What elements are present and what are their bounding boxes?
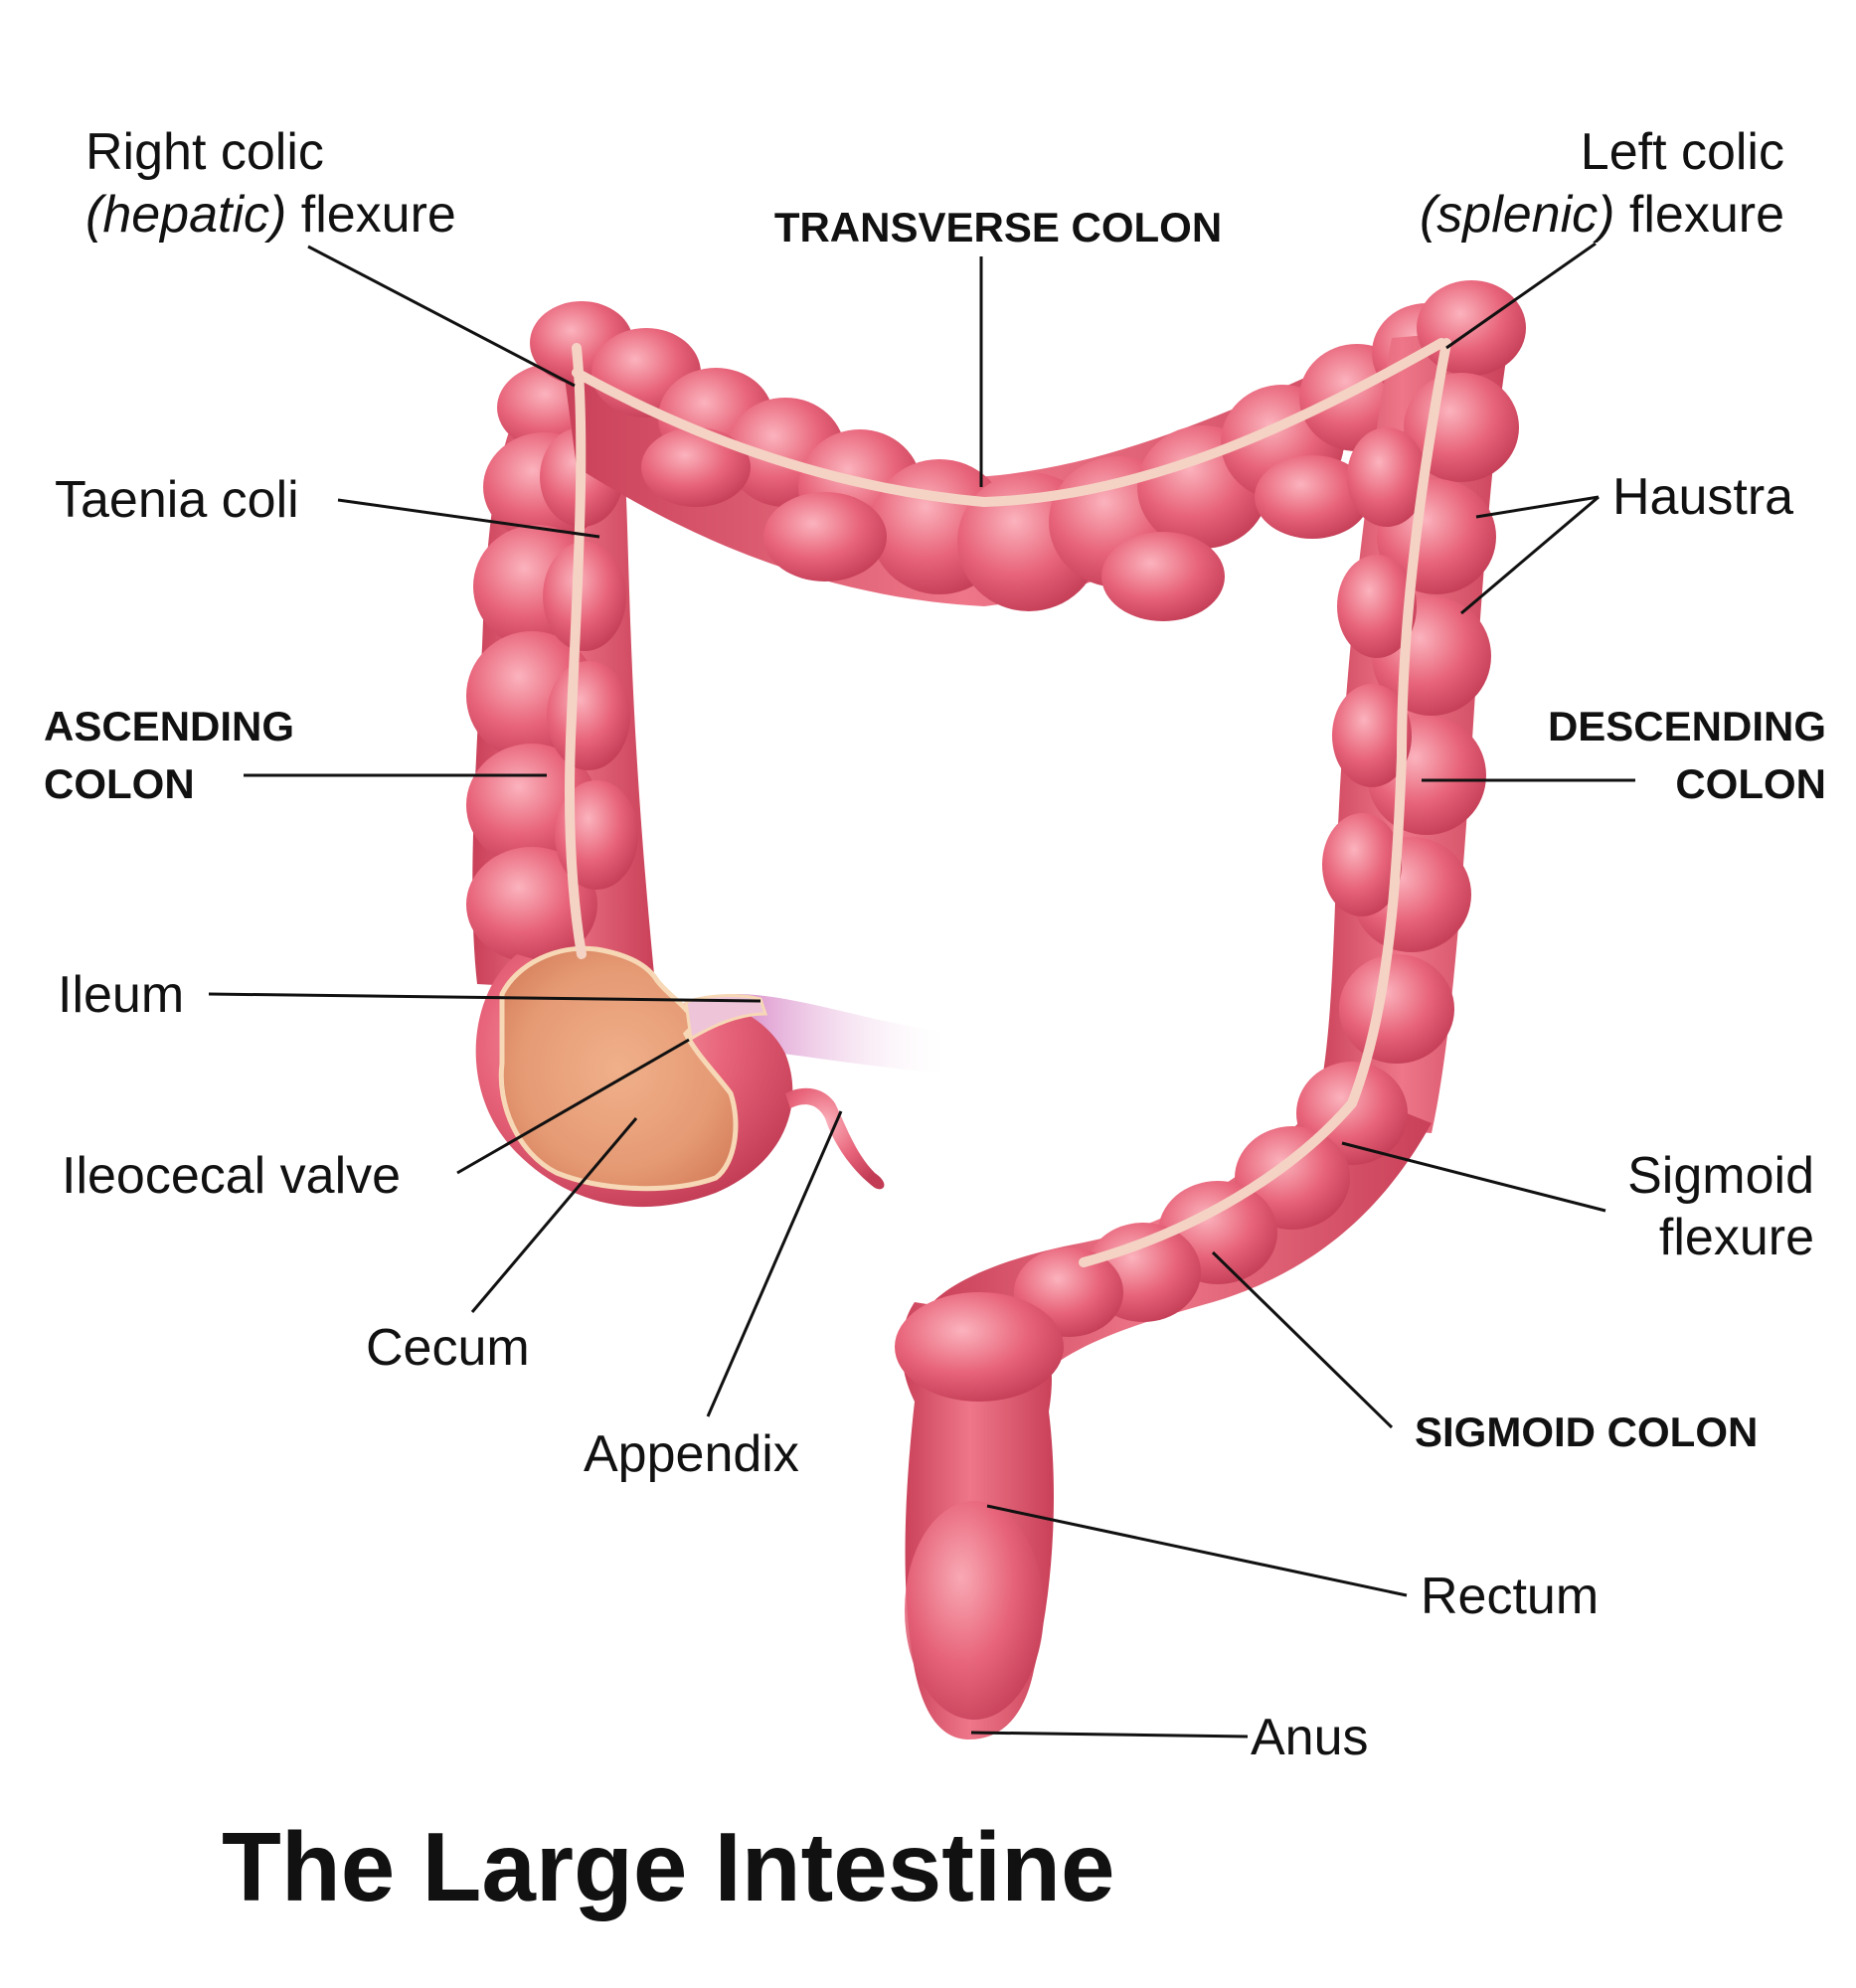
page-title: The Large Intestine (222, 1812, 1115, 1921)
colon-artwork (466, 280, 1526, 1740)
label-ascending-line1: ASCENDING (44, 703, 294, 749)
label-right-colic-italic: (hepatic) (85, 186, 286, 244)
ileum-tube (736, 994, 954, 1074)
label-left-colic-italic: (splenic) (1420, 186, 1615, 244)
leader-haustra-a (1475, 495, 1600, 519)
leader-haustra-b (1460, 495, 1600, 615)
descending-haustra (1322, 280, 1526, 1064)
appendix (785, 1087, 885, 1190)
leader-appendix (706, 1110, 843, 1417)
label-right-colic-rest: flexure (286, 186, 456, 244)
leader-anus (970, 1731, 1249, 1739)
leader-sigmoid-colon (1211, 1250, 1394, 1429)
rectum-lower-bulge (905, 1501, 1044, 1720)
label-sigmoid-flexure-line1: Sigmoid (1627, 1147, 1814, 1205)
leader-left-colic (1445, 242, 1597, 350)
label-left-colic-line2: (splenic) flexure (1420, 186, 1784, 244)
label-cecum: Cecum (366, 1319, 530, 1377)
label-anus: Anus (1251, 1709, 1369, 1766)
transverse-haustra (530, 301, 1481, 621)
label-descending-line2: COLON (1675, 760, 1826, 807)
rectum-upper-bulge (895, 1292, 1064, 1402)
leader-ileocecal (456, 1038, 690, 1175)
leader-right-colic (307, 245, 576, 388)
taenia-coli-bands (565, 338, 1451, 1267)
label-transverse-colon: TRANSVERSE COLON (774, 204, 1222, 250)
label-ileum: Ileum (58, 966, 184, 1024)
labels: Right colic (hepatic) flexure TRANSVERSE… (44, 123, 1826, 1921)
label-descending-line1: DESCENDING (1548, 703, 1826, 749)
label-rectum: Rectum (1421, 1568, 1599, 1625)
leader-taenia (337, 498, 600, 539)
label-haustra: Haustra (1612, 468, 1793, 526)
label-sigmoid-colon: SIGMOID COLON (1415, 1408, 1758, 1455)
label-taenia-coli: Taenia coli (55, 471, 299, 529)
label-sigmoid-flexure-line2: flexure (1659, 1209, 1814, 1266)
label-ileocecal-valve: Ileocecal valve (62, 1147, 401, 1205)
leader-rectum (986, 1504, 1408, 1597)
label-ascending-line2: COLON (44, 760, 195, 807)
label-left-colic-line1: Left colic (1581, 123, 1784, 181)
label-right-colic-line1: Right colic (85, 123, 324, 181)
label-right-colic-line2: (hepatic) flexure (85, 186, 456, 244)
label-appendix: Appendix (584, 1425, 799, 1483)
cecum-interior (498, 945, 739, 1192)
leader-lines (208, 242, 1635, 1739)
ileocecal-valve (684, 994, 768, 1042)
leader-ileum (208, 992, 761, 1003)
leader-cecum (470, 1117, 638, 1313)
leader-sigmoid-flexure (1341, 1141, 1606, 1213)
label-left-colic-rest: flexure (1614, 186, 1784, 244)
